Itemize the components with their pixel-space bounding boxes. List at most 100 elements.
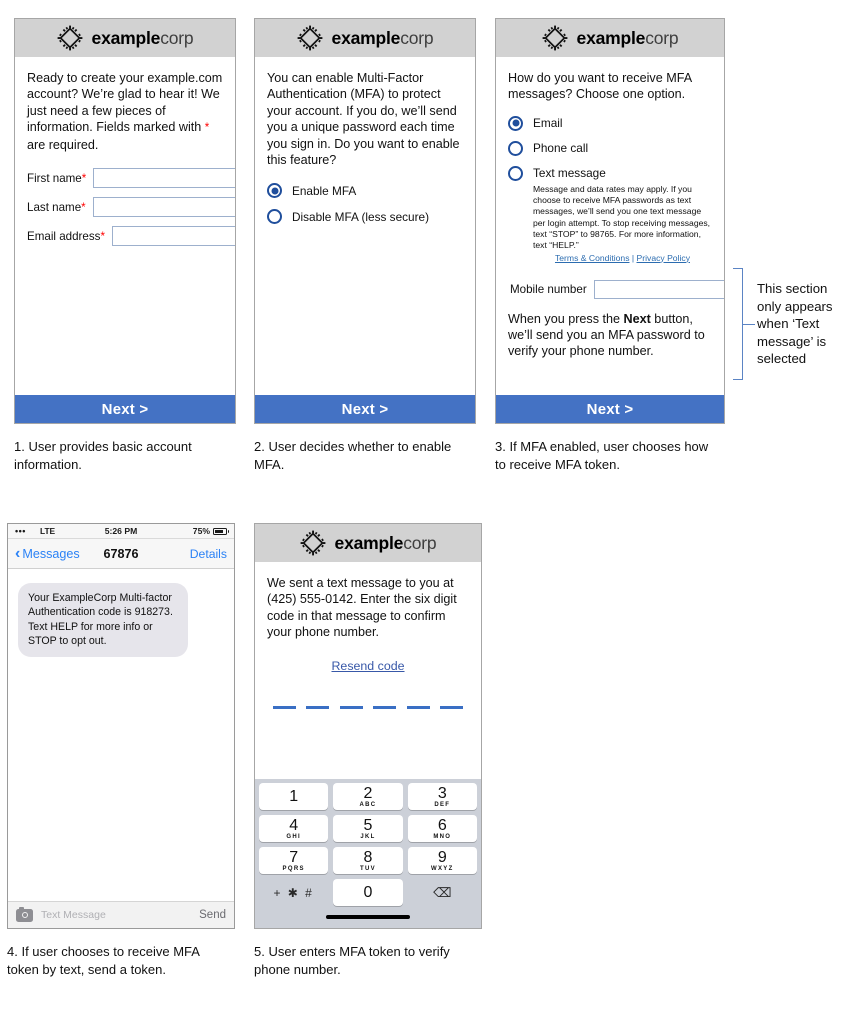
- radio-option-phone-call[interactable]: Phone call: [508, 140, 712, 156]
- brand-bold: example: [91, 27, 161, 48]
- details-button[interactable]: Details: [189, 546, 227, 561]
- first-name-input[interactable]: [93, 168, 235, 189]
- numeric-keypad: 1 2 ABC 3 DEF 4 GHI 5 JKL 6 MNO: [255, 779, 481, 928]
- back-to-messages-button[interactable]: ‹ Messages: [15, 545, 80, 562]
- mfa-intro-text: You can enable Multi-Factor Authenticati…: [267, 71, 460, 168]
- wireframe-panel-code-entry: examplecorp We sent a text message to yo…: [254, 523, 482, 929]
- last-name-input[interactable]: [92, 197, 235, 218]
- legal-links: Terms & Conditions | Privacy Policy: [533, 253, 712, 263]
- iphone-sms-mockup: ••• LTE 5:26 PM 75% ‹ Messages 67876 Det…: [7, 523, 235, 929]
- key-number: 8: [363, 848, 373, 866]
- brand-light: corp: [400, 27, 434, 48]
- key-symbols[interactable]: + ✱ #: [259, 879, 328, 906]
- required-asterisk: *: [204, 121, 210, 135]
- resend-code-link[interactable]: Resend code: [331, 658, 405, 673]
- key-4[interactable]: 4 GHI: [259, 815, 329, 842]
- wireframe-panel-mfa-delivery: examplecorp How do you want to receive M…: [495, 18, 725, 424]
- radio-label: Email: [533, 116, 563, 131]
- radio-option-disable-mfa[interactable]: Disable MFA (less secure): [267, 209, 463, 225]
- radio-option-text-message[interactable]: Text message: [508, 165, 712, 181]
- code-input-slots[interactable]: [273, 705, 463, 710]
- brand-wordmark: examplecorp: [577, 28, 679, 49]
- mfa-verify-note: When you press the Next button, we’ll se…: [508, 311, 712, 360]
- battery-icon: [213, 527, 229, 535]
- annotation-bracket-tick: [743, 324, 755, 325]
- sms-text-input[interactable]: Text Message: [41, 909, 106, 921]
- home-indicator: [259, 906, 477, 928]
- code-entry-intro-text: We sent a text message to you at (425) 5…: [267, 576, 457, 640]
- panel-header: examplecorp: [15, 19, 235, 57]
- privacy-policy-link[interactable]: Privacy Policy: [636, 252, 690, 263]
- brand-bold: example: [331, 27, 401, 48]
- last-name-label: Last name*: [27, 200, 86, 214]
- caption-step-4: 4. If user chooses to receive MFA token …: [7, 944, 200, 977]
- next-button[interactable]: Next >: [496, 395, 724, 423]
- radio-button-icon[interactable]: [267, 183, 282, 199]
- email-address-input[interactable]: [111, 226, 235, 247]
- mobile-number-row: Mobile number: [508, 279, 724, 299]
- diamond-chip-logo-icon: [297, 25, 323, 51]
- key-0[interactable]: 0: [333, 879, 403, 906]
- key-letters: PQRS: [282, 865, 305, 872]
- code-slot[interactable]: [439, 705, 463, 710]
- key-5[interactable]: 5 JKL: [333, 815, 403, 842]
- radio-button-icon[interactable]: [508, 140, 523, 156]
- camera-icon[interactable]: [16, 906, 33, 922]
- key-number: 0: [363, 884, 373, 901]
- key-number: 3: [437, 784, 447, 802]
- key-letters: JKL: [360, 833, 376, 840]
- code-slot[interactable]: [273, 705, 296, 710]
- key-6[interactable]: 6 MNO: [407, 815, 477, 842]
- sms-terms-fine-print: Message and data rates may apply. If you…: [533, 183, 711, 251]
- mobile-number-input[interactable]: [593, 279, 724, 299]
- key-number: 9: [437, 848, 447, 866]
- key-delete[interactable]: ⌫: [408, 879, 477, 906]
- ios-status-bar: ••• LTE 5:26 PM 75%: [8, 524, 234, 539]
- wireframe-panel-enable-mfa: examplecorp You can enable Multi-Factor …: [254, 18, 476, 424]
- brand-wordmark: examplecorp: [92, 28, 194, 49]
- mobile-number-label: Mobile number: [510, 282, 587, 296]
- code-slot[interactable]: [339, 705, 363, 710]
- code-slot[interactable]: [373, 705, 397, 710]
- terms-conditions-link[interactable]: Terms & Conditions: [554, 252, 630, 263]
- radio-button-icon[interactable]: [508, 165, 523, 181]
- key-number: 2: [363, 784, 373, 802]
- next-button[interactable]: Next >: [15, 395, 235, 423]
- first-name-label: First name*: [27, 171, 87, 185]
- key-7[interactable]: 7 PQRS: [259, 847, 329, 874]
- annotation-bracket: [733, 268, 743, 380]
- required-asterisk: *: [81, 171, 87, 185]
- key-9[interactable]: 9 WXYZ: [407, 847, 477, 874]
- mfa-delivery-intro-text: How do you want to receive MFA messages?…: [508, 71, 692, 102]
- radio-button-icon[interactable]: [508, 115, 523, 131]
- brand-wordmark: examplecorp: [335, 533, 437, 554]
- radio-option-enable-mfa[interactable]: Enable MFA: [267, 183, 463, 199]
- intro-part-2: are required.: [27, 137, 99, 152]
- key-3[interactable]: 3 DEF: [407, 783, 477, 810]
- last-name-row: Last name*: [27, 197, 235, 218]
- brand-bold: example: [334, 532, 404, 553]
- radio-button-icon[interactable]: [267, 209, 282, 225]
- status-clock: 5:26 PM: [104, 526, 138, 536]
- radio-option-email[interactable]: Email: [508, 115, 712, 131]
- send-button[interactable]: Send: [199, 909, 226, 921]
- panel-body: Ready to create your example.com account…: [15, 57, 235, 395]
- radio-label: Phone call: [533, 141, 589, 156]
- key-symbols-label: + ✱ #: [273, 885, 314, 900]
- key-number: 5: [363, 816, 373, 834]
- link-separator: |: [631, 252, 635, 263]
- panel-body: How do you want to receive MFA messages?…: [496, 57, 724, 395]
- key-8[interactable]: 8 TUV: [333, 847, 403, 874]
- code-slot[interactable]: [406, 705, 430, 710]
- email-address-label: Email address*: [27, 229, 105, 243]
- key-2[interactable]: 2 ABC: [333, 783, 403, 810]
- conversation-title: 67876: [103, 546, 139, 561]
- key-1[interactable]: 1: [259, 783, 329, 810]
- next-button[interactable]: Next >: [255, 395, 475, 423]
- key-letters: ABC: [359, 801, 377, 808]
- email-address-row: Email address*: [27, 226, 235, 247]
- diamond-chip-logo-icon: [57, 25, 83, 51]
- signup-intro-text: Ready to create your example.com account…: [27, 70, 223, 153]
- battery-group: 75%: [193, 526, 229, 536]
- code-slot[interactable]: [306, 705, 330, 710]
